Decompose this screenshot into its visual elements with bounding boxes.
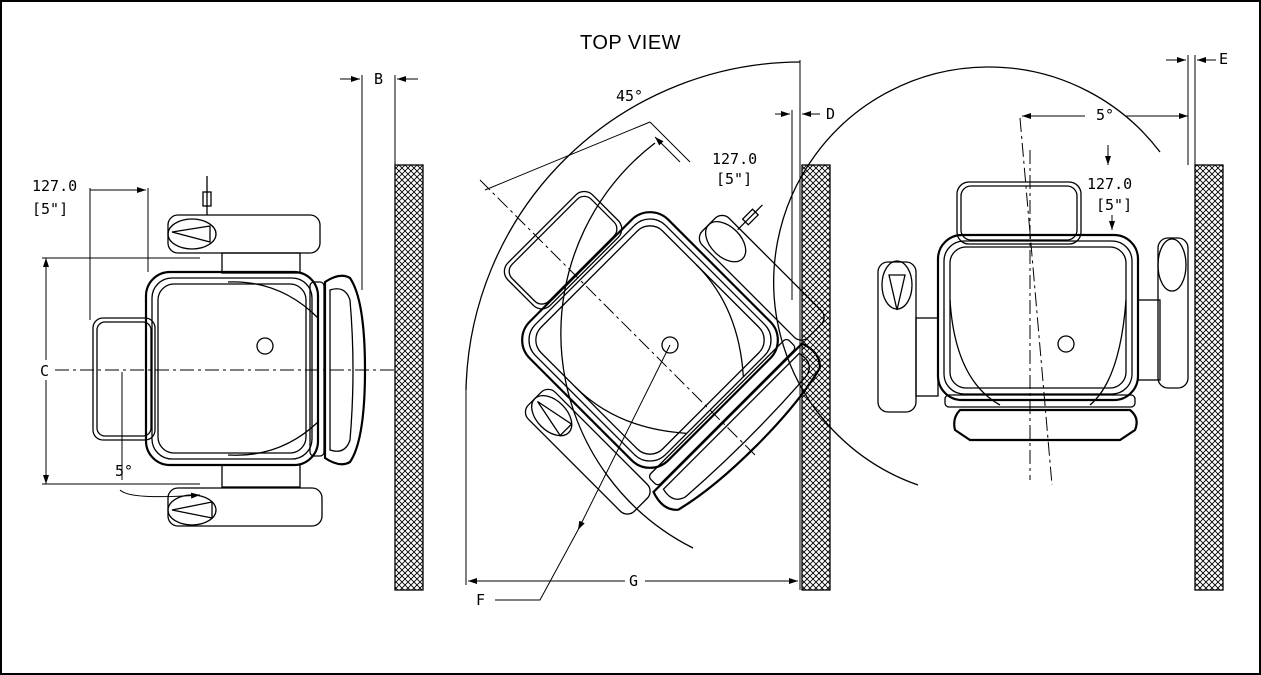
dimension-g: G [468,572,798,590]
label-127-right: 127.0 [1087,175,1132,193]
label-5in-right: [5"] [1096,196,1132,214]
label-g: G [629,572,638,590]
label-c: C [40,362,49,380]
centerline-center [479,179,756,456]
label-5deg-right: 5° [1096,106,1114,124]
chair-center [503,190,825,515]
wall-right [1194,164,1224,591]
label-e: E [1219,50,1228,68]
dimension-127-right: 127.0 [5"] [1087,145,1132,230]
swing-arcs-center [465,60,801,590]
label-5deg-left: 5° [115,462,133,480]
label-45deg: 45° [616,87,643,105]
dimension-d: D [775,105,835,300]
angle-5-right: 5° [1022,106,1188,124]
centerline-right-tilted [1019,117,1053,486]
drawing-title: TOP VIEW [579,32,682,54]
pivot-center [661,336,679,354]
angle-5-left: 5° [115,372,201,499]
dimension-127-center: 127.0 [5"] [484,121,757,191]
chair-right [877,181,1189,442]
label-b: B [374,70,383,88]
label-5in-center: [5"] [716,170,752,188]
label-d: D [826,105,835,123]
label-127-center: 127.0 [712,150,757,168]
dimension-e: E [1166,50,1228,165]
swing-arc-right [773,66,1161,486]
label-5in-left: [5"] [32,200,68,218]
dimension-f: F [476,344,671,609]
wall-center [801,164,831,591]
wall-left [394,164,424,591]
dimension-c: C [40,257,200,485]
dimension-127-left: 127.0 [5"] [32,177,149,320]
label-127-left: 127.0 [32,177,77,195]
dimension-b: B [340,70,418,290]
label-f: F [476,591,485,609]
chair-left [92,176,367,527]
